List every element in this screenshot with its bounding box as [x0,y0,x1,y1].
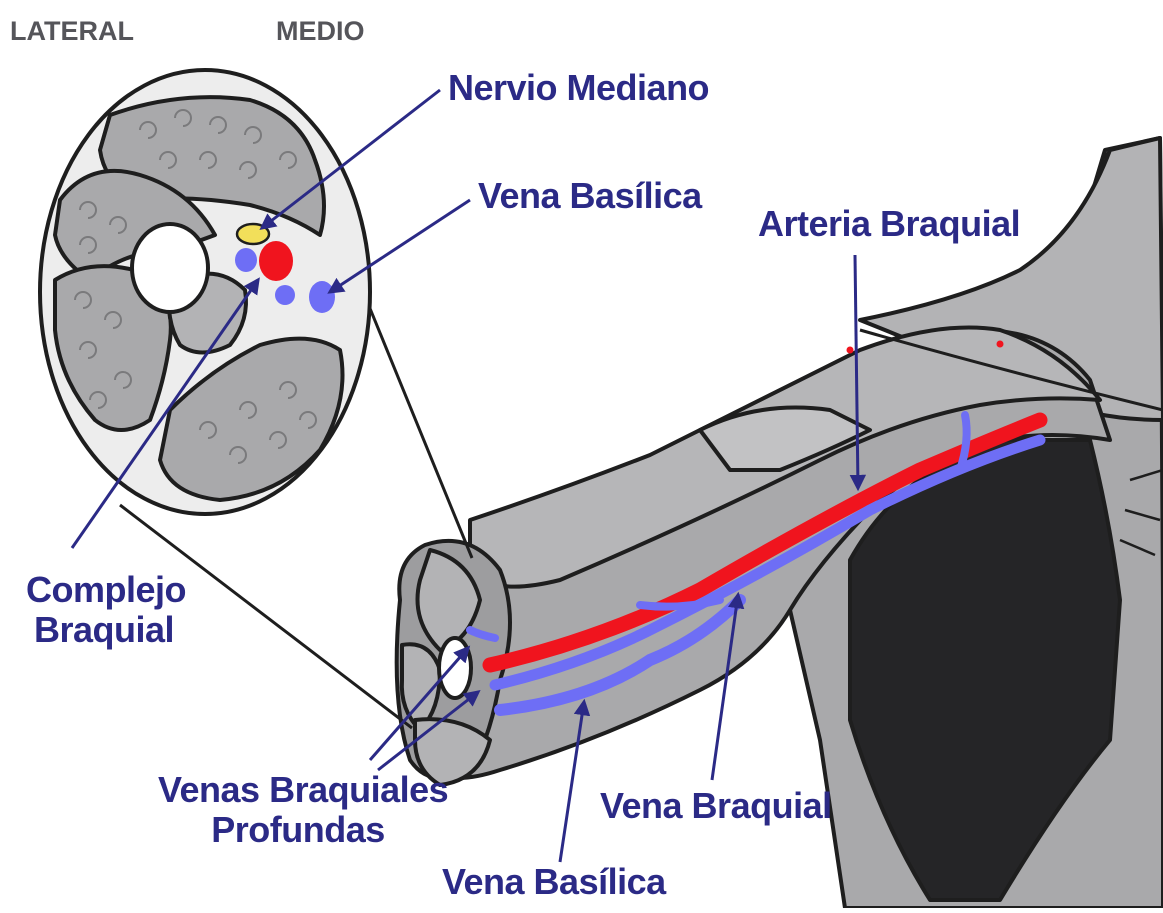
brachial-artery-label: Arteria Braquial [758,204,1020,244]
deep-brachial-veins-label: Venas Braquiales Profundas [158,770,438,851]
deep-brachial-veins-line-1: Venas Braquiales [158,770,438,810]
deep-brachial-veins-line-2: Profundas [158,810,438,850]
section-artery [259,241,293,281]
section-vein-2 [275,285,295,305]
cross-section [40,70,370,514]
medial-orientation-label: MEDIO [276,16,365,46]
brachial-complex-line-2: Braquial [26,610,186,650]
humerus-section [132,224,208,312]
humerus-cut [439,638,471,698]
section-vein-1 [235,248,257,272]
brachial-complex-line-1: Complejo [26,570,186,610]
basilic-vein-bottom-label: Vena Basílica [442,862,666,902]
basilic-vein-top-label: Vena Basílica [478,176,702,216]
median-nerve-label: Nervio Mediano [448,68,709,108]
brachial-complex-label: Complejo Braquial [26,570,186,651]
section-basilic-vein [309,281,335,313]
brachial-vein-label: Vena Braquial [600,786,832,826]
lateral-orientation-label: LATERAL [10,16,134,46]
